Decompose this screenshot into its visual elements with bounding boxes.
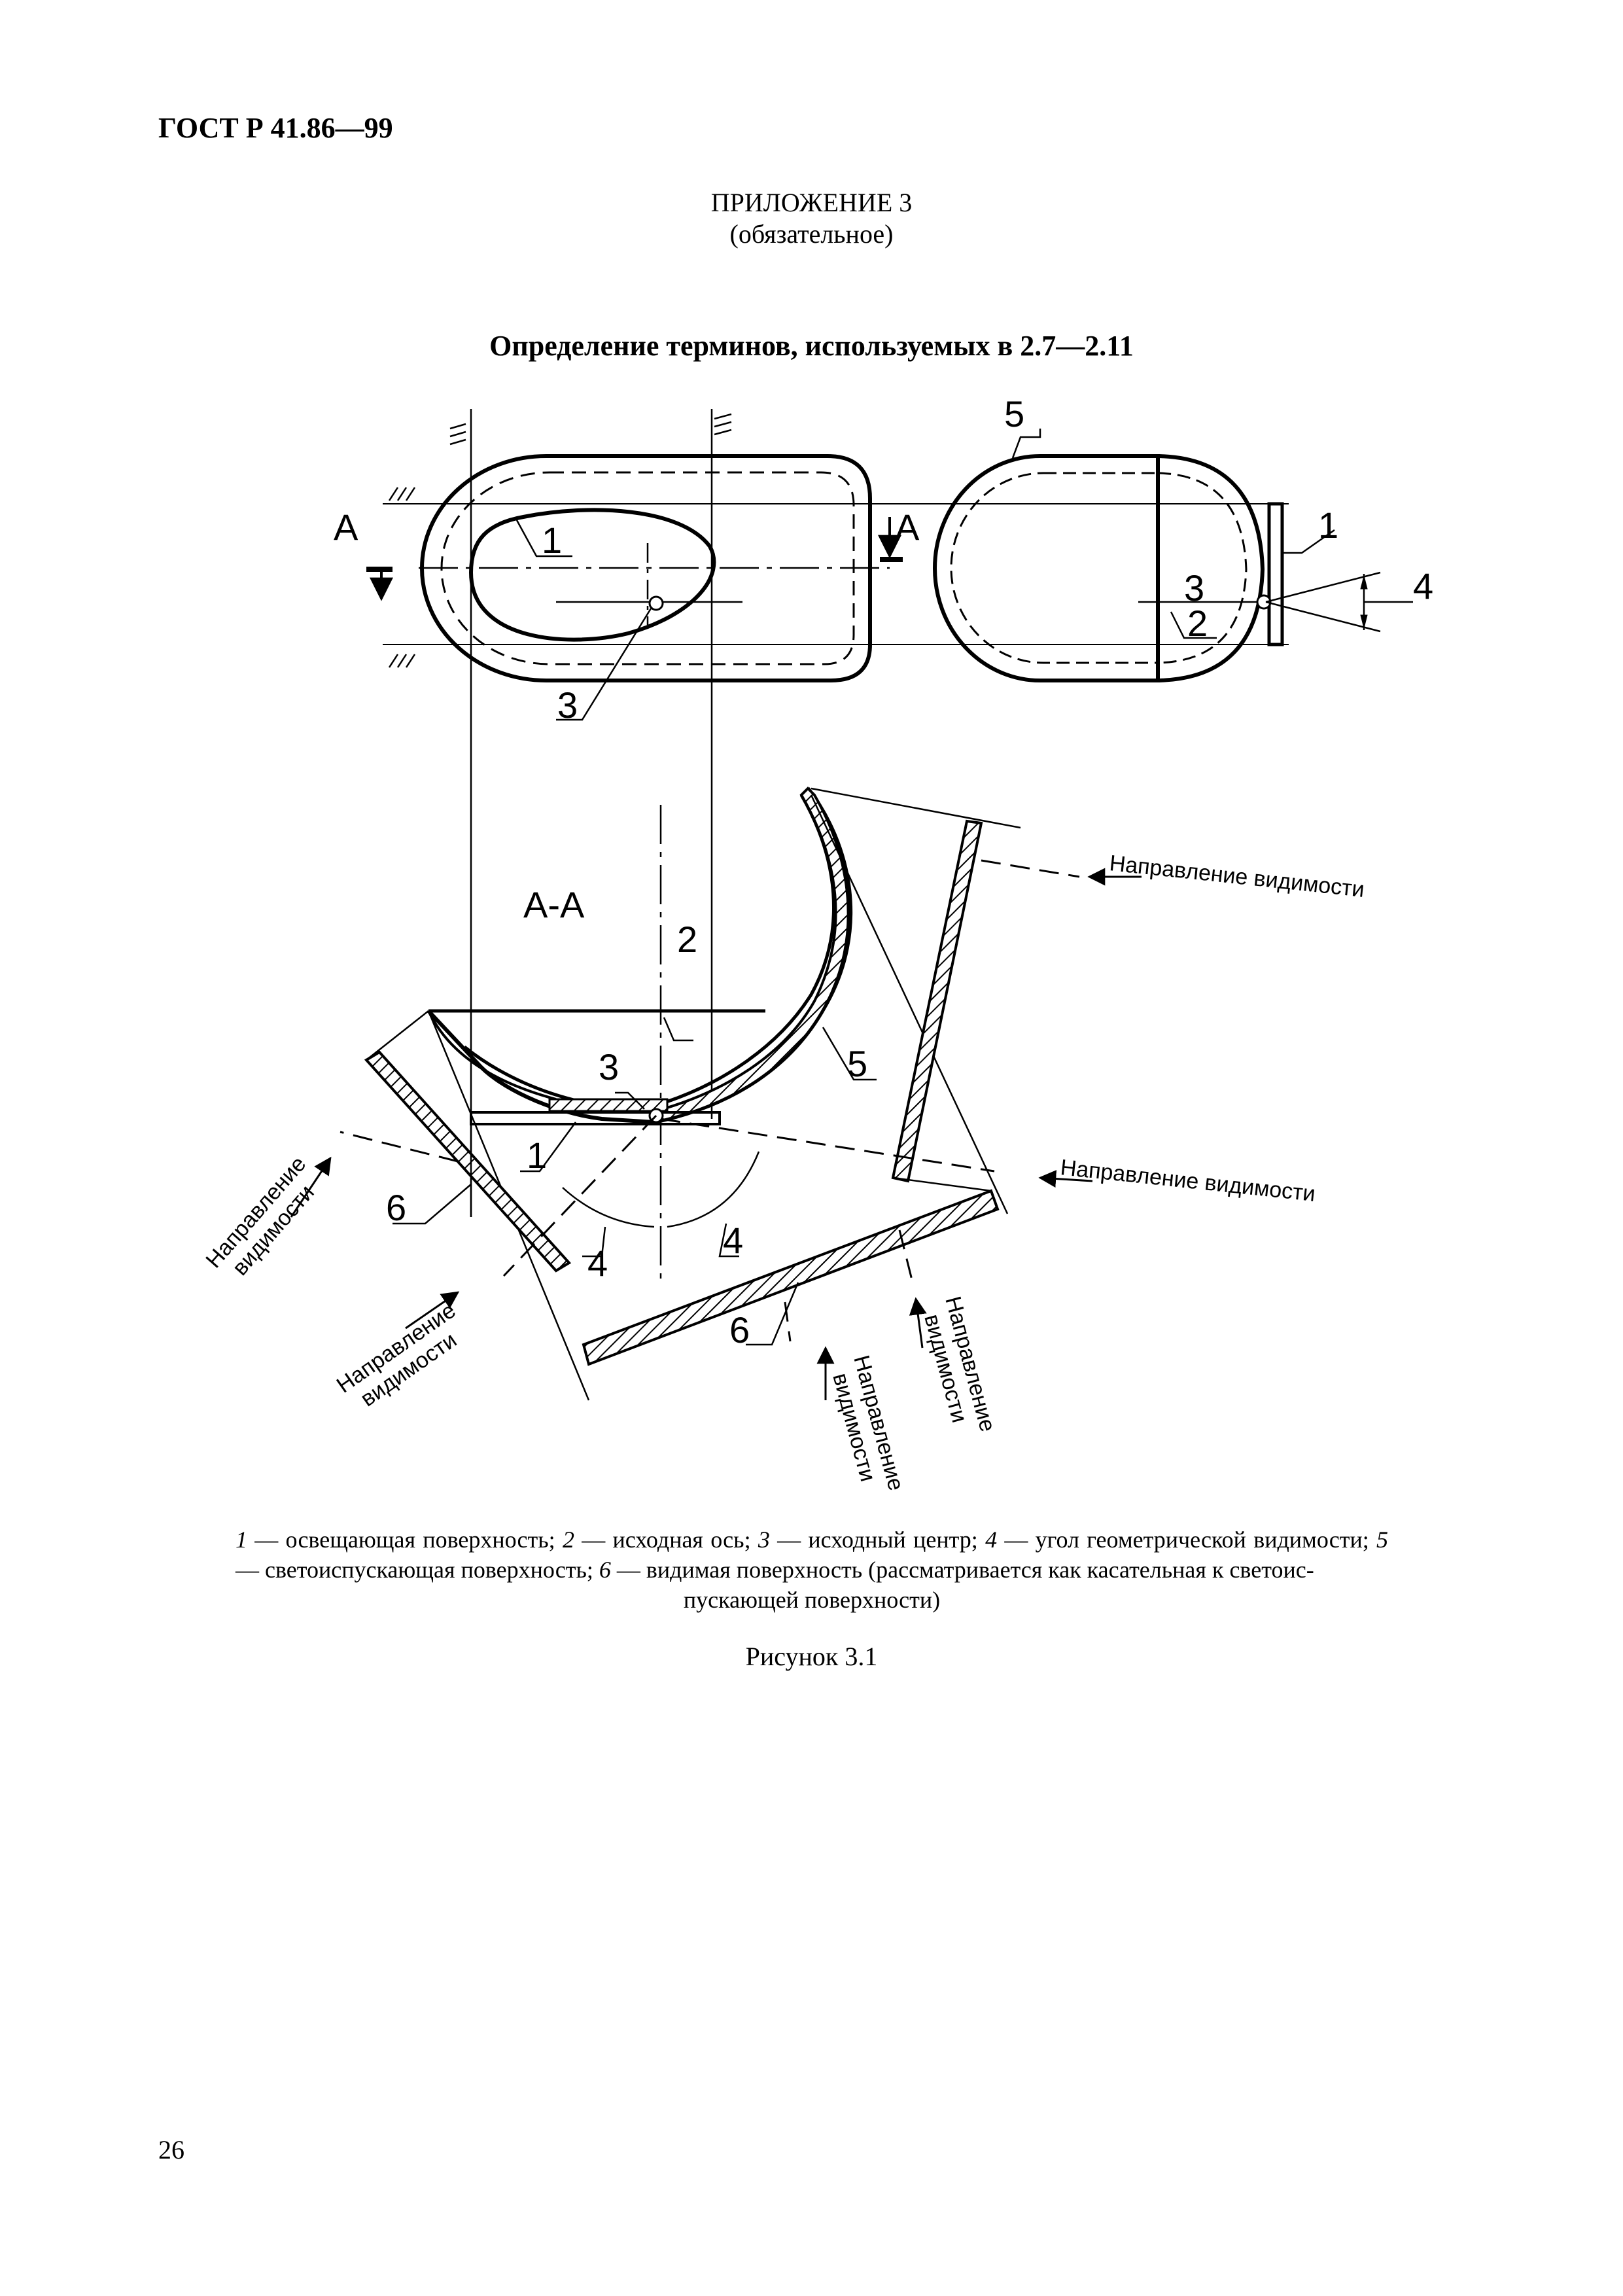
top-view [366, 409, 1413, 1217]
label-4-middle: 4 [723, 1220, 743, 1261]
figure-caption: Рисунок 3.1 [745, 1642, 878, 1671]
direction-label-top-right: Направление видимости [1108, 851, 1365, 902]
label-1-top: 1 [542, 520, 562, 561]
appendix-title: ПРИЛОЖЕНИЕ 3 [710, 188, 913, 217]
legend-num-1: 1 [236, 1527, 247, 1553]
label-5-section: 5 [847, 1043, 867, 1084]
label-2-section: 2 [677, 919, 697, 960]
direction-label-lower-left: Направление видимости [332, 1298, 461, 1412]
label-3-section: 3 [599, 1046, 619, 1087]
label-6-left: 6 [386, 1187, 406, 1228]
label-4-left: 4 [587, 1243, 608, 1284]
appendix-note: (обязательное) [729, 219, 894, 249]
appendix-heading: ПРИЛОЖЕНИЕ 3 (обязательное) [0, 187, 1623, 250]
direction-label-bottom-center: Направление видимости [828, 1352, 909, 1493]
label-3-top: 3 [557, 684, 578, 726]
legend-num-2: 2 [562, 1527, 574, 1553]
direction-label-bottom-right: Направление видимости [919, 1294, 1000, 1434]
label-5-top: 5 [1004, 393, 1024, 434]
figure-labels: 1 3 А А 5 1 3 2 4 А-А 2 3 5 1 6 4 4 6 На… [201, 393, 1433, 1493]
legend-text-1: — освещающая поверхность; [247, 1527, 563, 1553]
legend-text-4: — угол геометрической видимости; [997, 1527, 1369, 1553]
section-view [290, 786, 1142, 1401]
legend-text-5: — светоиспускающая поверхность; [236, 1557, 599, 1583]
legend-text-3: — исходный центр; [769, 1527, 986, 1553]
legend-num-4: 4 [985, 1527, 998, 1553]
page-number: 26 [158, 2135, 184, 2164]
section-title: Определение терминов, используемых в 2.7… [489, 330, 1134, 362]
legend-text-2: — исходная ось; [574, 1527, 758, 1553]
legend-last-line: пускающей поверхности) [683, 1587, 941, 1613]
document-code: ГОСТ Р 41.86—99 [158, 112, 393, 144]
label-4-right: 4 [1413, 565, 1433, 607]
direction-label-middle-right: Направление видимости [1059, 1155, 1316, 1207]
legend-num-3: 3 [758, 1527, 770, 1553]
section-mark-left: А [334, 506, 358, 548]
label-6-bottom: 6 [729, 1309, 750, 1351]
label-3-right: 3 [1184, 567, 1204, 609]
figure-legend: 1 — освещающая поверхность; 2 — исходная… [236, 1525, 1388, 1615]
legend-text-6: — видимая поверхность (рассматривается к… [610, 1557, 1314, 1583]
label-1-right: 1 [1318, 504, 1338, 546]
section-mark-right: А [895, 506, 920, 548]
direction-label-left: Направление видимости [201, 1152, 319, 1280]
legend-num-5: 5 [1376, 1527, 1388, 1553]
legend-num-6: 6 [599, 1557, 611, 1583]
label-2-right: 2 [1187, 603, 1208, 644]
label-1-section: 1 [527, 1135, 547, 1176]
section-view-title: А-А [523, 884, 585, 925]
